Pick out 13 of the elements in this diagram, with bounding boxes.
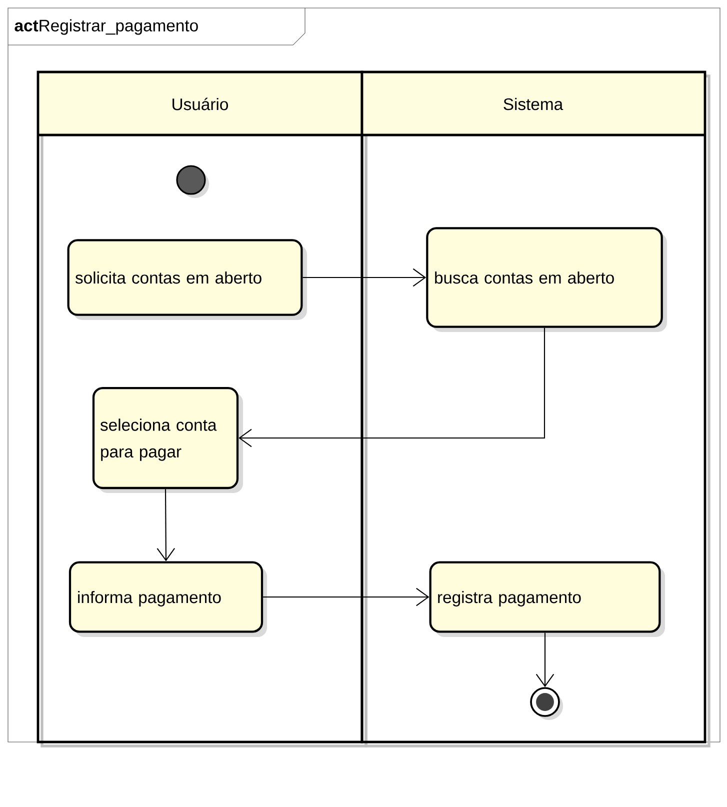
initial-node xyxy=(176,165,209,198)
action-box: informa pagamento xyxy=(68,561,267,637)
arrow xyxy=(302,268,426,287)
action-box: registra pagamento xyxy=(429,561,665,637)
arrow xyxy=(536,632,554,688)
action-box: busca contas em aberto xyxy=(426,227,667,332)
action-box: seleciona conta para pagar xyxy=(92,386,243,493)
final-node xyxy=(530,687,563,720)
arrow xyxy=(156,489,175,562)
frame-title: actRegistrar_pagamento xyxy=(14,19,198,35)
action-box: solicita contas em aberto xyxy=(67,239,307,320)
arrow xyxy=(263,588,430,606)
arrow xyxy=(238,328,546,448)
